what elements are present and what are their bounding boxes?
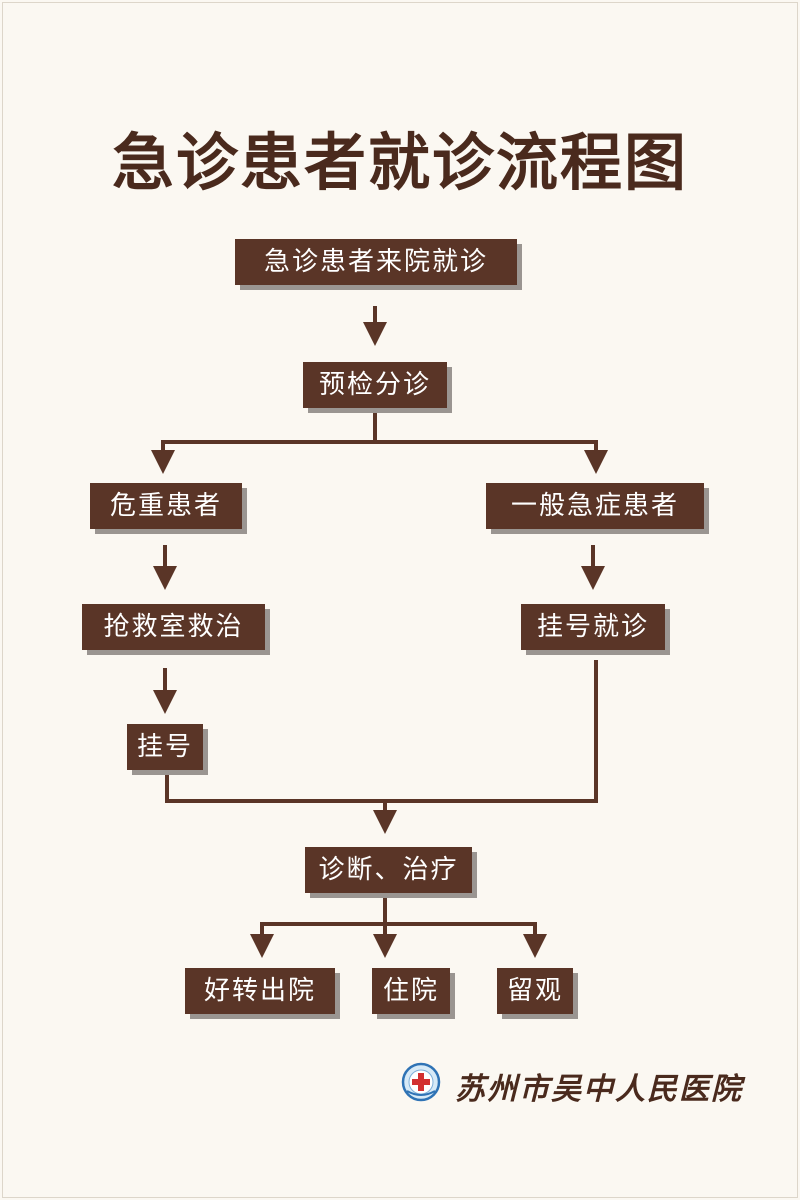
step-critical: 危重患者 [90, 483, 242, 529]
page-title: 急诊患者就诊流程图 [111, 126, 688, 199]
step-observe: 留观 [497, 968, 573, 1014]
hospital-name: 苏州市吴中人民医院 [455, 1072, 743, 1107]
step-diagnose: 诊断、治疗 [305, 847, 472, 893]
step-register: 挂号 [127, 724, 203, 770]
step-rescue: 抢救室救治 [82, 604, 265, 650]
step-register-consult: 挂号就诊 [521, 604, 665, 650]
step-discharge: 好转出院 [185, 968, 335, 1014]
step-arrive: 急诊患者来院就诊 [235, 239, 517, 285]
step-triage: 预检分诊 [303, 362, 447, 408]
hospital-logo-icon [401, 1062, 441, 1102]
step-admit: 住院 [372, 968, 450, 1014]
step-general: 一般急症患者 [486, 483, 704, 529]
